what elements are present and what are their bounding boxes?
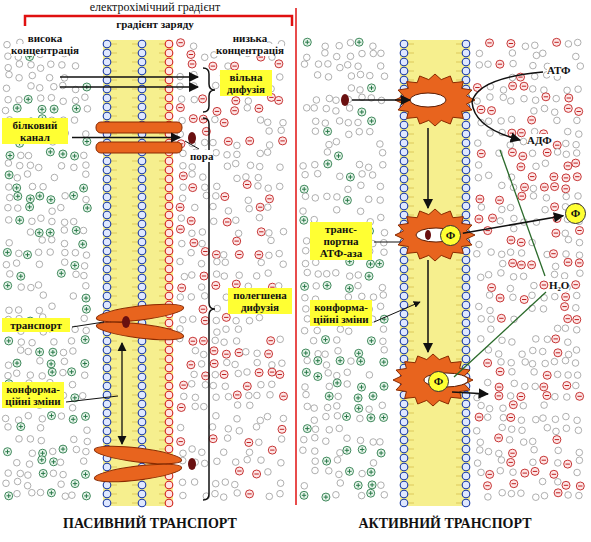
diagram-stage: вільна дифузіябілковий каналтранспортпол… xyxy=(0,0,591,542)
